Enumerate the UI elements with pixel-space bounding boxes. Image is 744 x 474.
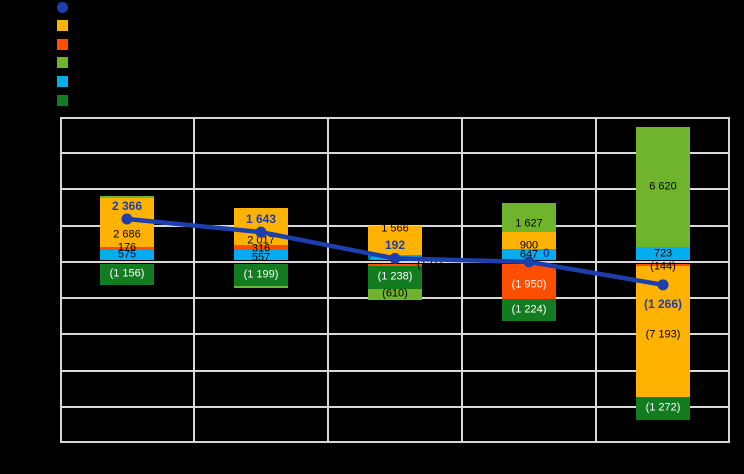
line-value-label: 1 643 [245,212,277,227]
bar-segment-amber [502,232,556,249]
bar-segment-orange_red [234,244,288,251]
bar-segment-light_blue [502,248,556,261]
bar-value-label: (1 950) [511,278,547,291]
dark-green-series-legend-marker [57,94,68,106]
bar-segment-orange_red [636,263,690,267]
bar-value-label: (1 156) [109,267,145,280]
gridline-vertical [193,117,195,443]
bar-value-label: 176 [117,241,137,254]
amber-series-legend-marker [57,20,68,32]
bar-segment-dark_green [636,396,690,420]
line-point-marker [657,279,669,291]
bar-segment-dark_green [234,263,288,286]
bar-segment-light_green [234,285,288,289]
bar-segment-light_green [502,202,556,233]
bar-segment-light_green [368,288,422,300]
bar-segment-light_blue [234,250,288,261]
line-value-label: 2 366 [111,199,143,214]
bar-segment-dark_green [368,266,422,289]
bar-segment-dark_green [502,299,556,322]
bar-value-label: (1 224) [511,303,547,316]
bar-value-label: 2 686 [113,228,141,241]
bar-value-label: (1 199) [243,268,279,281]
gridline-horizontal [60,405,730,408]
line-series-svg [121,213,669,291]
bar-value-label: 647 [519,248,539,261]
bar-value-label: 557 [251,251,271,264]
gridline-vertical [327,117,329,443]
bar-value-label: (610) [382,287,408,300]
bar-segment-light_blue [100,249,154,261]
bar-segment-light_green [636,127,690,248]
gridline-horizontal [60,333,730,336]
line-value-label: 0 [543,245,550,260]
bar-segment-dark_green [100,263,154,285]
bar-value-label: 2 017 [247,234,275,247]
gridline-horizontal [60,152,730,155]
gridline-horizontal [60,369,730,372]
light-green-series-legend-marker [57,57,68,69]
line-series-legend-marker [57,1,68,13]
bar-value-label: 1 627 [515,217,543,230]
line-point-marker [255,226,267,238]
bar-value-label: 1 566 [381,222,409,235]
bar-segment-amber [368,226,422,255]
bar-value-label: 6 620 [649,180,677,193]
line-point-marker [523,256,535,268]
bar-value-label: (144) [650,260,676,273]
bar-value-label: (7 193) [645,328,681,341]
gridline-horizontal [60,188,730,191]
light-blue-series-legend-marker [57,75,68,87]
bar-value-label: 575 [117,248,137,261]
bar-segment-orange_red [502,263,556,300]
bar-value-label: (1 272) [645,401,681,414]
gridline-vertical [461,117,463,443]
gridline-horizontal [60,224,730,227]
bar-value-label: 900 [519,239,539,252]
bar-value-label: 723 [653,247,673,260]
line-value-label: 192 [384,238,406,253]
bar-segment-orange_red [368,263,422,267]
bar-segment-light_green [100,195,154,199]
orange-red-series-legend-marker [57,38,68,50]
line-point-marker [121,213,133,225]
bar-value-label: 312 [353,251,372,264]
line-value-label: (1 266) [643,296,683,311]
bar-value-label: 316 [251,242,271,255]
gridline-vertical [595,117,597,443]
bar-segment-orange_red [100,246,154,250]
line-point-marker [389,252,401,264]
bar-value-label: (1 238) [377,270,413,283]
bar-value-label: (131) [417,258,443,271]
bar-segment-amber [234,208,288,245]
bar-segment-light_blue [636,247,690,261]
